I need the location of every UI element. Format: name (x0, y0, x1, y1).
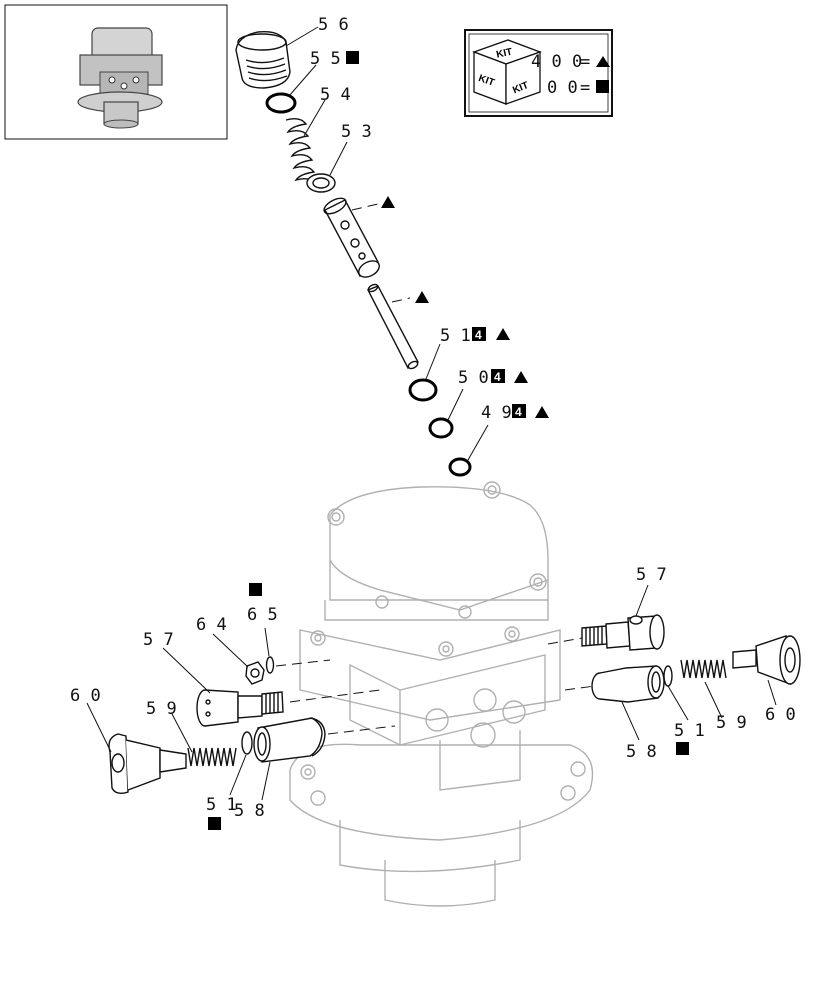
square-icon (596, 80, 609, 93)
callout-58-right: 5 8 (626, 742, 657, 762)
part-spool-upper[interactable] (322, 195, 382, 280)
part-59-spring-left[interactable] (187, 747, 237, 767)
triangle-icon (596, 56, 610, 67)
part-51-oring-top[interactable] (408, 378, 438, 402)
part-65-oring[interactable] (265, 656, 275, 674)
kit-label-top: KIT (495, 47, 513, 61)
callout-60-right: 6 0 (765, 705, 796, 725)
kit-row-b-digits: 0 0 (547, 78, 578, 98)
callout-54: 5 4 (320, 85, 351, 105)
marker-4-box (512, 404, 526, 418)
marker-4-box (472, 327, 486, 341)
part-60-plug-left[interactable] (108, 733, 187, 795)
part-56-cap[interactable] (235, 31, 291, 89)
part-pin[interactable] (367, 283, 419, 370)
part-51-oring-right[interactable] (663, 665, 673, 687)
callout-51-suffix: 4 (475, 328, 482, 342)
callout-51: 5 1 (440, 326, 471, 346)
part-58-sleeve-right[interactable] (591, 665, 665, 703)
callout-57-right: 5 7 (636, 565, 667, 585)
triangle-icon (535, 406, 549, 418)
part-60-plug-right[interactable] (732, 635, 801, 686)
callout-55: 5 5 (310, 49, 341, 69)
part-59-spring-right[interactable] (680, 659, 727, 679)
square-icon (249, 583, 262, 596)
kit-row-a-eq: = (580, 52, 590, 72)
callout-65: 6 5 (247, 605, 278, 625)
triangle-icon (496, 328, 510, 340)
part-57-valve-left[interactable] (196, 689, 284, 727)
kit-row-a-digits: 4 0 0 (531, 52, 582, 72)
kit-row-b-eq: = (580, 78, 590, 98)
part-55-oring[interactable] (265, 92, 297, 114)
part-54-spring[interactable] (285, 117, 317, 185)
square-icon (346, 51, 359, 64)
triangle-icon (381, 196, 395, 208)
thumbnail-motor-image (77, 27, 163, 129)
marker-4-box (491, 369, 505, 383)
square-icon (208, 817, 221, 830)
callout-59-right: 5 9 (716, 713, 747, 733)
callout-64: 6 4 (196, 615, 227, 635)
part-50-oring[interactable] (428, 417, 454, 439)
triangle-icon (415, 291, 429, 303)
kit-label-left: KIT (477, 73, 496, 89)
part-58-sleeve-left[interactable] (253, 717, 326, 763)
square-icon (676, 742, 689, 755)
triangle-icon (514, 371, 528, 383)
callout-49-suffix: 4 (515, 405, 522, 419)
callout-49: 4 9 (481, 403, 512, 423)
part-53-washer[interactable] (306, 173, 336, 193)
part-49-oring[interactable] (448, 457, 472, 477)
callout-58-left: 5 8 (234, 801, 265, 821)
kit-legend: KIT KIT KIT 4 0 0 = 0 0 = (464, 29, 613, 117)
callout-57-left: 5 7 (143, 630, 174, 650)
kit-cube-icon: KIT KIT KIT (472, 39, 542, 105)
callout-51-right: 5 1 (674, 721, 705, 741)
thumbnail-panel[interactable] (4, 4, 228, 140)
callout-50: 5 0 (458, 368, 489, 388)
part-57-valve-right[interactable] (581, 614, 665, 651)
motor-housing-ghost (289, 481, 594, 907)
part-51-oring-left[interactable] (241, 731, 253, 755)
callout-50-suffix: 4 (494, 370, 501, 384)
callout-53: 5 3 (341, 122, 372, 142)
callout-56: 5 6 (318, 15, 349, 35)
callout-51-left: 5 1 (206, 795, 237, 815)
callout-59-left: 5 9 (146, 699, 177, 719)
callout-60-left: 6 0 (70, 686, 101, 706)
part-64-nut[interactable] (245, 661, 265, 685)
